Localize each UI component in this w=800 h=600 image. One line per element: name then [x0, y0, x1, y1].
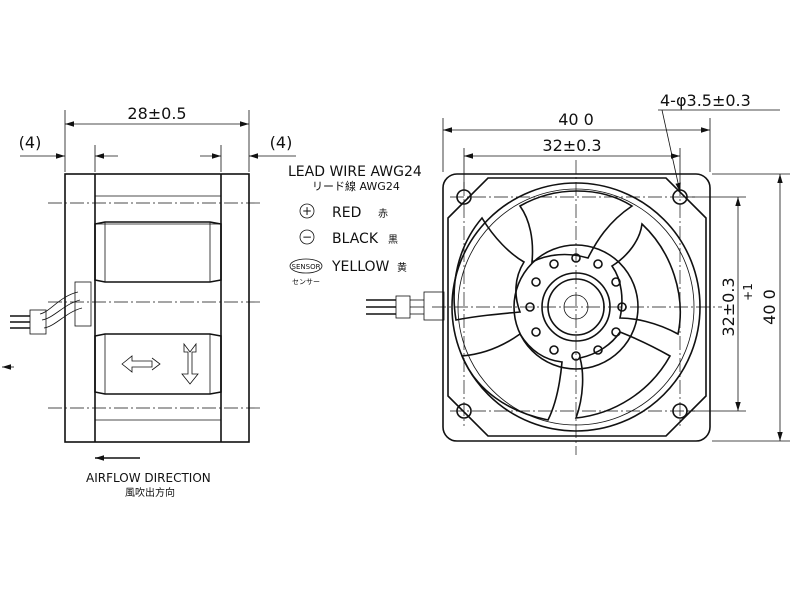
svg-text:センサー: センサー: [292, 278, 320, 286]
lead-yellow-label-jp: 黄: [397, 261, 407, 274]
airflow-label: AIRFLOW DIRECTION: [86, 471, 211, 485]
fan-blade: [574, 331, 672, 419]
side-right-offset-dimension: (4): [270, 133, 293, 152]
side-body-outline: [64, 173, 250, 443]
svg-text:−: −: [302, 230, 312, 244]
side-view: 28±0.5 (4) (4): [2, 104, 296, 443]
overall-width-dimension: 40 0: [558, 110, 594, 129]
side-width-dimension: 28±0.5: [127, 104, 186, 123]
fan-blade: [610, 222, 681, 336]
side-lead-wires: [10, 281, 92, 335]
fan-blade: [518, 190, 634, 264]
front-view: 40 0 32±0.3 4-φ3.5±0.3 32±0.3 +1 40 0: [366, 91, 790, 455]
side-rotation-arrow-icon: [181, 342, 199, 385]
hole-pitch-vertical-dimension: 32±0.3: [719, 277, 738, 336]
side-upper-housing: [94, 221, 222, 283]
overall-height-dimension: 40 0: [760, 289, 779, 325]
hole-diameter-callout: 4-φ3.5±0.3: [660, 91, 751, 110]
lead-wire-title: LEAD WIRE AWG24: [288, 164, 422, 180]
fan-frame-outline: [442, 173, 711, 442]
svg-text:+: +: [302, 204, 312, 218]
front-lead-wires: [366, 291, 445, 321]
lead-wire-legend: LEAD WIRE AWG24 リード線 AWG24 + RED 赤 − BLA…: [288, 164, 422, 286]
side-left-offset-dimension: (4): [19, 133, 42, 152]
negative-symbol-icon: [299, 229, 315, 245]
positive-symbol-icon: [299, 203, 315, 219]
fan-blade: [453, 216, 526, 321]
side-lower-housing: [94, 333, 222, 395]
airflow-label-jp: 風吹出方向: [125, 486, 175, 499]
sensor-symbol-icon: [289, 258, 323, 274]
lead-red-label: RED: [332, 205, 361, 221]
lead-red-label-jp: 赤: [378, 208, 388, 220]
lead-black-label-jp: 黒: [388, 234, 398, 246]
tolerance-mark: +1: [741, 283, 755, 301]
airflow-direction: AIRFLOW DIRECTION 風吹出方向: [86, 455, 211, 499]
fan-blades: [453, 190, 681, 421]
side-flow-arrow-icon: [121, 355, 161, 373]
hole-pitch-horizontal-dimension: 32±0.3: [542, 136, 601, 155]
lead-wire-title-jp: リード線 AWG24: [312, 179, 400, 193]
lead-black-label: BLACK: [332, 231, 379, 247]
fan-blade: [460, 332, 563, 421]
svg-text:SENSOR: SENSOR: [292, 263, 321, 271]
lead-yellow-label: YELLOW: [331, 259, 390, 275]
